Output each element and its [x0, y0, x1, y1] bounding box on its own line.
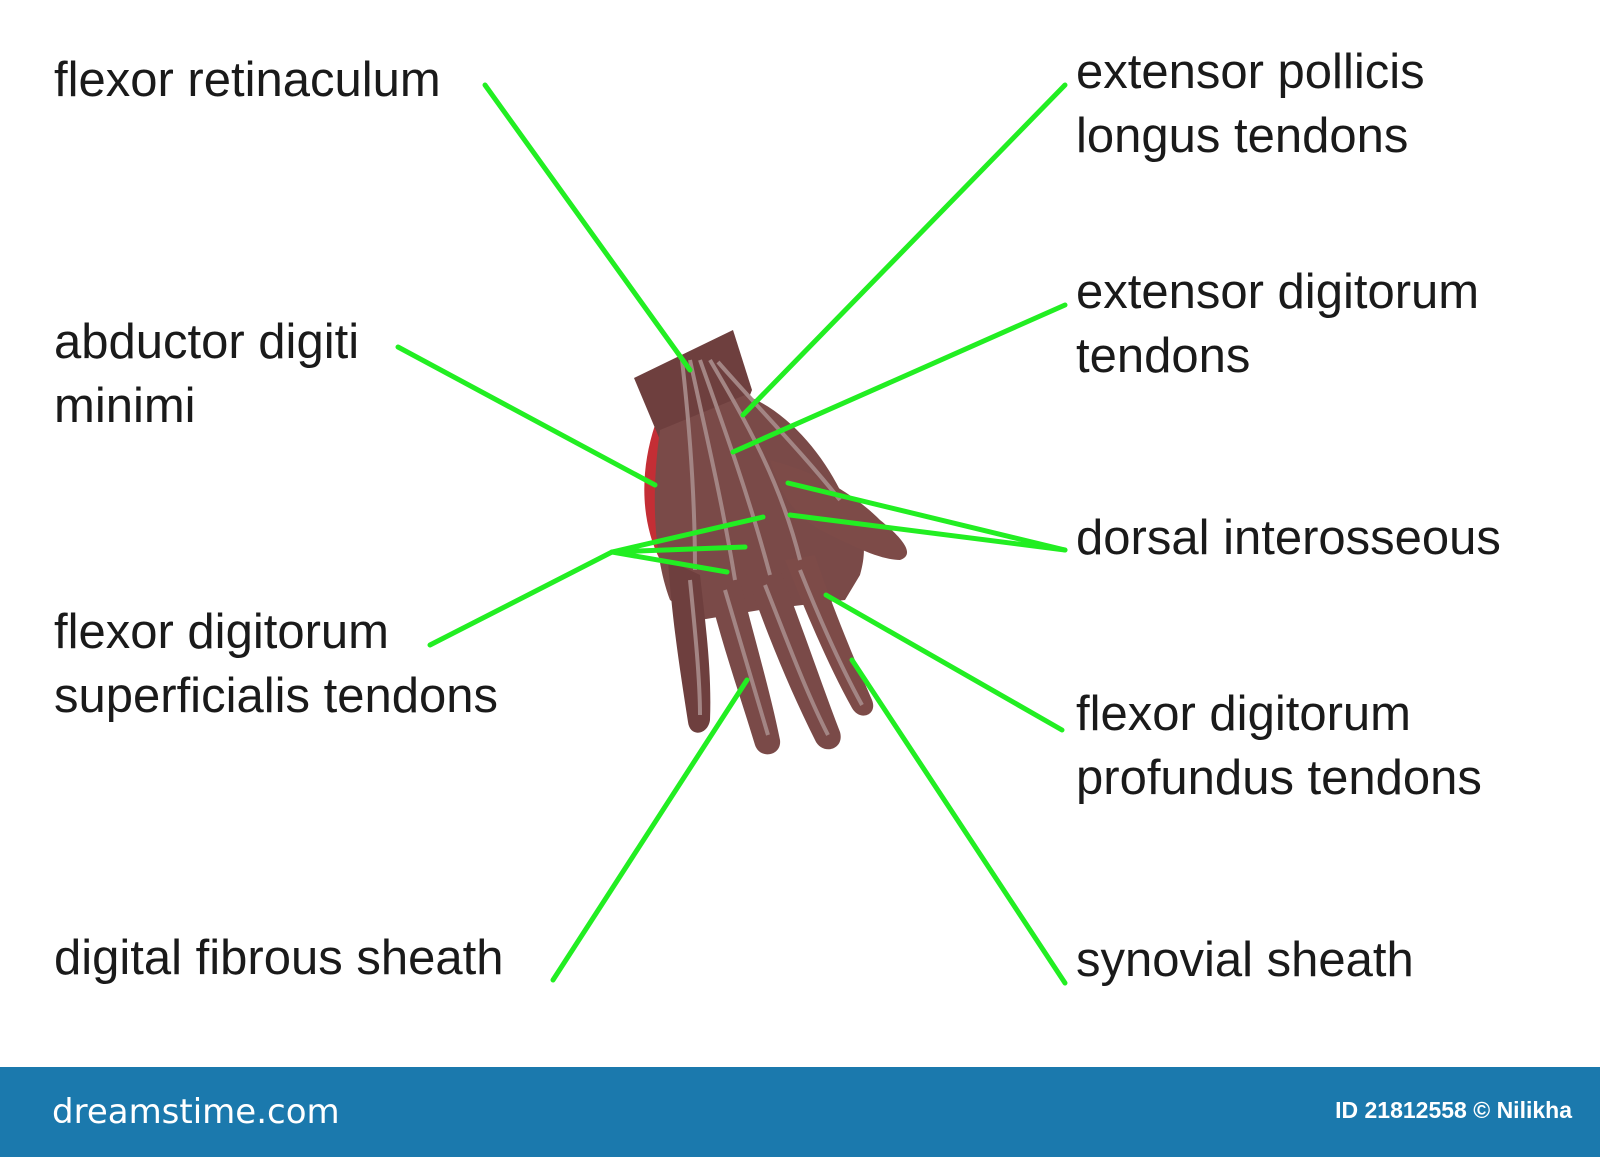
- leader-extensor-pollicis: [740, 82, 1068, 418]
- label-extensor-digitorum: extensor digitorum tendons: [1076, 265, 1480, 383]
- tendon-strokes: [680, 358, 864, 736]
- label-flexor-digitorum-profundus: flexor digitorum profundus tendons: [1076, 687, 1482, 805]
- footer-bar: dreamstime.com ID 21812558 © Nilikha: [0, 1067, 1600, 1157]
- label-flexor-digitorum-superficialis: flexor digitorum superficialis tendons: [54, 605, 498, 723]
- leader-abductor-digiti-minimi: [395, 344, 658, 488]
- leader-dorsal-interosseous-b: [787, 512, 1068, 553]
- site-logo[interactable]: dreamstime.com: [52, 1092, 340, 1132]
- image-credit: ID 21812558 © Nilikha: [1335, 1097, 1572, 1123]
- leader-flexor-profundus: [823, 592, 1065, 733]
- leader-superficialis-c: [609, 544, 748, 555]
- hand-anatomy-diagram: [395, 82, 1068, 986]
- leader-superficialis-b: [609, 514, 766, 555]
- leader-lines: [395, 82, 1068, 986]
- leader-flexor-retinaculum: [482, 82, 693, 373]
- leader-dorsal-interosseous-a: [785, 480, 1068, 553]
- label-dorsal-interosseous: dorsal interosseous: [1076, 511, 1501, 565]
- leader-synovial-sheath: [849, 657, 1068, 986]
- leader-superficialis-d: [609, 549, 730, 575]
- leader-digital-fibrous-sheath: [550, 677, 750, 983]
- label-synovial-sheath: synovial sheath: [1076, 933, 1414, 987]
- leader-extensor-digitorum: [730, 302, 1068, 455]
- leader-superficialis-a: [427, 549, 615, 648]
- label-abductor-digiti-minimi: abductor digiti minimi: [54, 315, 360, 433]
- label-digital-fibrous-sheath: digital fibrous sheath: [54, 931, 504, 985]
- label-flexor-retinaculum: flexor retinaculum: [54, 53, 441, 107]
- label-extensor-pollicis-longus: extensor pollicis longus tendons: [1076, 45, 1425, 163]
